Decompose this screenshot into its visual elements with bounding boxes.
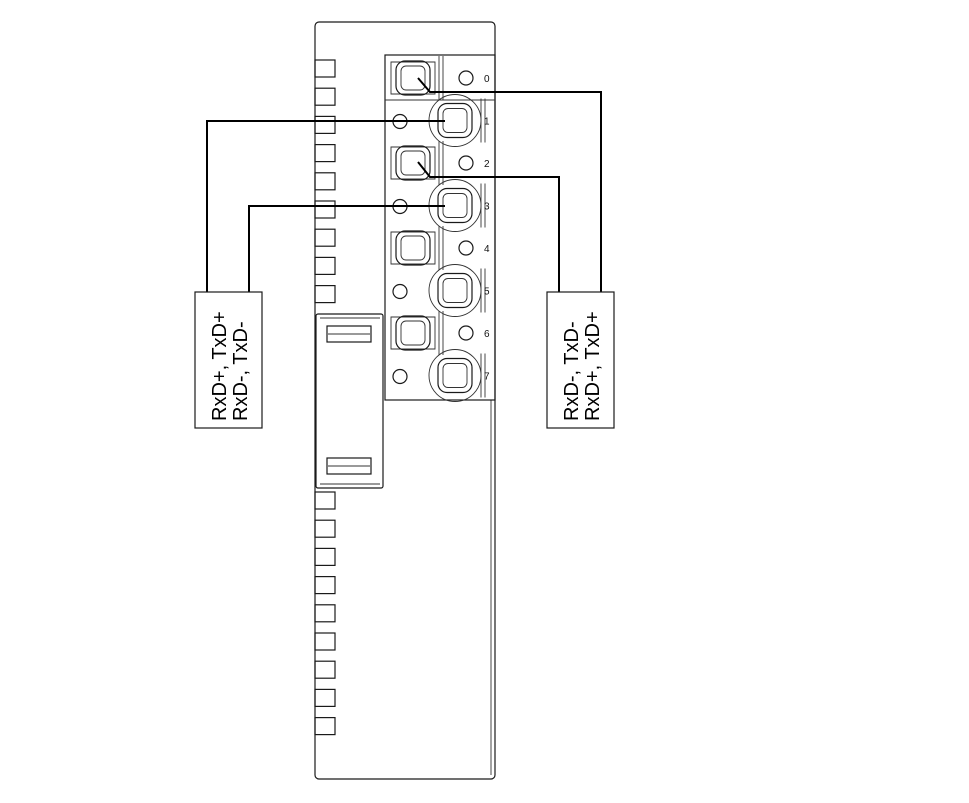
left-device-label-2: RxD-, TxD- — [230, 321, 252, 421]
rib-notch — [314, 172, 336, 191]
terminal-2[interactable]: 2 — [390, 141, 490, 185]
terminal-5[interactable]: 5 — [392, 264, 490, 317]
left-device-label-1: RxD+, TxD+ — [209, 311, 231, 421]
rib-notch — [314, 115, 336, 135]
wire-left-inner — [248, 205, 445, 292]
release-button-icon[interactable] — [458, 325, 474, 341]
release-button-icon[interactable] — [392, 283, 408, 300]
left-device: RxD+, TxD+ RxD-, TxD- — [194, 291, 263, 429]
release-button-icon[interactable] — [458, 240, 474, 256]
terminal-number-label: 3 — [484, 202, 490, 213]
terminal-number-label: 0 — [484, 74, 490, 85]
release-button-icon[interactable] — [392, 368, 408, 385]
terminal-points: 0 1 2 3 4 5 6 7 — [390, 56, 490, 402]
rib-notch — [314, 87, 336, 106]
release-button-icon[interactable] — [458, 70, 474, 86]
rib-notch — [314, 228, 336, 247]
rib-notch — [314, 519, 336, 538]
terminal-6[interactable]: 6 — [390, 311, 490, 355]
housing-ribs — [314, 59, 336, 736]
rib-notch — [314, 660, 336, 679]
right-device-label-1: RxD-, TxD- — [561, 321, 583, 421]
wire-right-outer — [417, 77, 602, 292]
terminal-number-label: 2 — [484, 159, 490, 170]
rib-notch — [314, 200, 336, 219]
rib-notch — [314, 547, 336, 567]
wire-right-inner — [417, 161, 560, 292]
rib-notch — [314, 491, 336, 510]
right-device-label-2: RxD+, TxD+ — [582, 311, 604, 421]
rib-notch — [314, 632, 336, 651]
rib-notch — [314, 59, 336, 78]
terminal-number-label: 7 — [484, 372, 490, 383]
rib-notch — [314, 716, 336, 736]
terminal-number-label: 1 — [484, 117, 490, 128]
rib-notch — [314, 604, 336, 623]
terminal-block — [384, 54, 496, 401]
rib-notch — [314, 285, 336, 304]
wire-left-outer — [206, 120, 445, 292]
release-button-icon[interactable] — [458, 155, 474, 171]
rib-notch — [314, 688, 336, 708]
terminal-number-label: 4 — [484, 244, 490, 255]
rib-notch — [314, 575, 336, 595]
terminal-4[interactable]: 4 — [390, 226, 490, 270]
terminal-0[interactable]: 0 — [390, 56, 490, 100]
right-device: RxD-, TxD- RxD+, TxD+ — [546, 291, 615, 429]
rib-notch — [314, 256, 336, 275]
terminal-number-label: 6 — [484, 329, 490, 340]
rib-notch — [314, 144, 336, 163]
terminal-number-label: 5 — [484, 287, 490, 298]
release-latch[interactable] — [315, 313, 384, 489]
terminal-7[interactable]: 7 — [392, 349, 490, 402]
